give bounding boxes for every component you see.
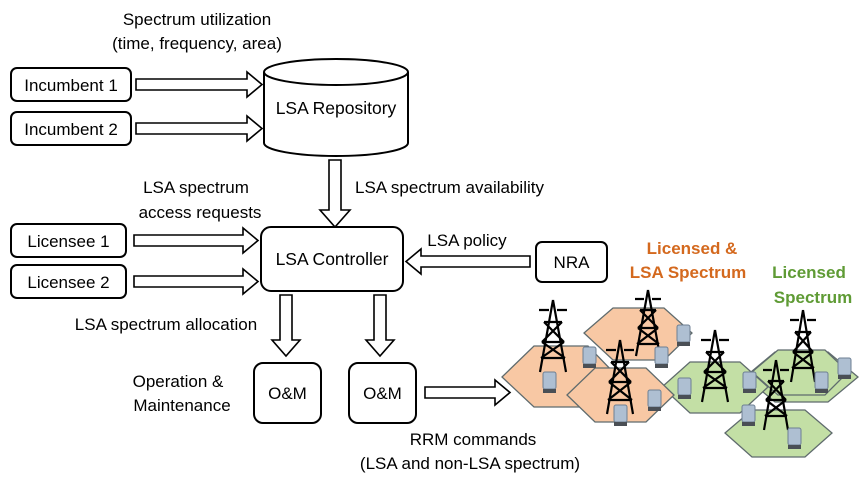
lsa-repository-cylinder xyxy=(263,58,409,157)
device-icon xyxy=(677,377,692,399)
device-icon xyxy=(814,371,829,393)
licensee-1-label: Licensee 1 xyxy=(27,232,109,251)
lsa-controller-label: LSA Controller xyxy=(276,249,389,269)
lsa-controller-box xyxy=(260,226,404,292)
rrm-label: RRM commands xyxy=(410,430,537,449)
lsa-repository-label: LSA Repository xyxy=(276,98,397,118)
device-icon xyxy=(542,371,557,393)
licensee-1-arrow xyxy=(133,226,260,255)
om-box-2 xyxy=(348,362,417,424)
nra-box xyxy=(535,241,608,283)
licensee-1-box xyxy=(10,223,127,258)
licensee-2-box xyxy=(10,264,127,299)
incumbent-1-arrow xyxy=(135,70,264,99)
nra-label: NRA xyxy=(554,253,591,272)
device-icon xyxy=(837,357,852,379)
om-sublabel: Maintenance xyxy=(133,396,230,415)
tower-icon xyxy=(700,329,730,403)
incumbent-1-box xyxy=(10,67,132,102)
orange-cell xyxy=(583,307,693,361)
rrm-arrow xyxy=(424,378,512,407)
tower-icon xyxy=(762,359,790,431)
om-label: Operation & xyxy=(133,372,224,391)
rrm-down-arrow xyxy=(364,294,396,358)
licensed-lsa-header: Licensed & xyxy=(647,239,738,258)
licensed-header: Licensed xyxy=(772,263,846,282)
availability-arrow xyxy=(318,159,352,229)
access-requests-label: LSA spectrum xyxy=(143,178,249,197)
rrm-sublabel: (LSA and non-LSA spectrum) xyxy=(360,454,580,473)
om-box-1 xyxy=(253,362,322,424)
device-icon xyxy=(647,389,662,411)
device-icon xyxy=(742,371,757,393)
spectrum-utilization-sublabel: (time, frequency, area) xyxy=(112,34,282,53)
device-icon xyxy=(654,346,669,368)
device-icon xyxy=(582,346,597,368)
incumbent-2-label: Incumbent 2 xyxy=(24,120,118,139)
spectrum-utilization-label: Spectrum utilization xyxy=(123,10,271,29)
incumbent-2-box xyxy=(10,111,132,146)
licensed-lsa-subheader: LSA Spectrum xyxy=(630,263,747,282)
licensee-2-label: Licensee 2 xyxy=(27,273,109,292)
tower-icon xyxy=(605,339,635,415)
tower-icon xyxy=(538,299,568,373)
licensee-2-arrow xyxy=(133,267,260,296)
tower-icon xyxy=(789,309,817,383)
device-icon xyxy=(676,324,691,346)
availability-label: LSA spectrum availability xyxy=(355,178,544,197)
om-box-2-label: O&M xyxy=(363,384,402,403)
licensed-subheader: Spectrum xyxy=(774,288,852,307)
incumbent-2-arrow xyxy=(135,114,264,143)
tower-icon xyxy=(634,289,662,357)
om-box-1-label: O&M xyxy=(268,384,307,403)
policy-arrow xyxy=(404,247,531,276)
access-requests-sublabel: access requests xyxy=(139,203,262,222)
allocation-arrow xyxy=(270,294,302,358)
allocation-label: LSA spectrum allocation xyxy=(75,315,257,334)
device-icon xyxy=(741,404,756,426)
incumbent-1-label: Incumbent 1 xyxy=(24,76,118,95)
policy-label: LSA policy xyxy=(427,231,507,250)
device-icon xyxy=(613,404,628,426)
ue-devices xyxy=(542,324,852,449)
device-icon xyxy=(787,427,802,449)
